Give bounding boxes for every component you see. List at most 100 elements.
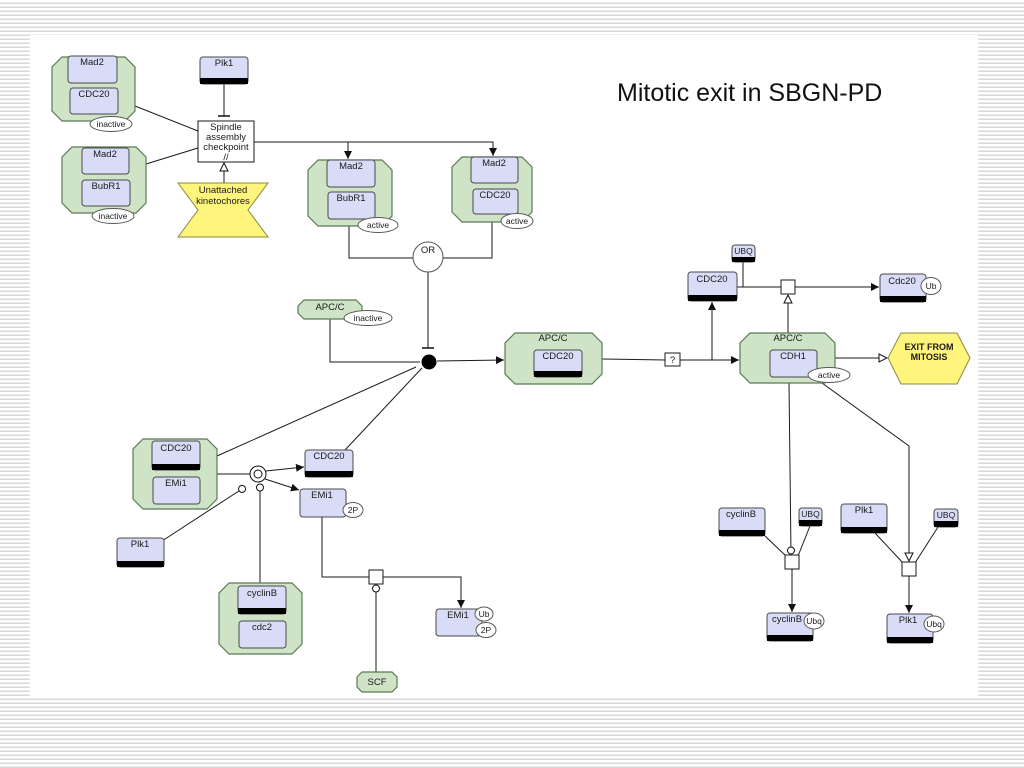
state-variable: [807, 367, 851, 383]
mad2-label: Mad2: [339, 161, 363, 172]
clone-marker: [887, 637, 933, 643]
state-variable: [357, 217, 399, 233]
complex-cyclinb-cdc2: cyclinB cdc2: [218, 582, 303, 655]
perturbation-shape: [177, 182, 269, 238]
mad2-label: Mad2: [482, 158, 506, 169]
macromolecule-plk1-top: Plk1: [199, 56, 249, 85]
phenotype-label-line1: EXIT FROM: [905, 342, 954, 352]
state-label: inactive: [99, 211, 128, 221]
clone-marker: [534, 371, 582, 377]
state-variable: [343, 310, 393, 326]
arc-apcc-cdh1-catalyses-cyclinb-ubiquitination: [786, 382, 795, 555]
cdc20-label: CDC20: [313, 451, 344, 462]
arc-checkpoint-produces-mad2-cdc20: [254, 141, 497, 156]
complex-apcc-inactive: APC/C inactive: [297, 299, 393, 326]
clone-marker: [152, 464, 200, 470]
slide-title: Mitotic exit in SBGN-PD: [617, 79, 882, 107]
macromolecule-cdc20-free: CDC20: [687, 271, 738, 302]
state-variable-p: [475, 622, 497, 638]
or-gate-label: OR: [421, 245, 435, 256]
cdc20-label: CDC20: [542, 351, 573, 362]
ubq-label: UBQ: [801, 509, 820, 519]
arc-mad2-cdc20-to-or: [443, 222, 493, 259]
process-box: [664, 352, 681, 367]
complex-mad2-bubr1-inactive: Mad2 BubR1 inactive: [61, 146, 147, 224]
ub-label: Ub: [479, 609, 490, 619]
macromolecule-cdc20: [69, 87, 119, 115]
macromolecule-mad2: [81, 147, 130, 175]
cdc20-label: CDC20: [78, 89, 109, 100]
kinetochores-label-line1: Unattached: [199, 185, 248, 196]
scf-label: SCF: [368, 677, 387, 688]
macromolecule-cdh1: [769, 349, 818, 378]
phenotype-exit-from-mitosis: EXIT FROM MITOSIS: [887, 332, 971, 385]
ubq-label: UBQ: [734, 246, 753, 256]
arc-mad2-bubr1-to-or: [348, 226, 413, 259]
state-variable-ub: [474, 606, 494, 622]
perturbation-unattached-kinetochores: Unattached kinetochores: [177, 182, 269, 238]
macromolecule-cyclinb-ubq: cyclinB Ubq: [766, 612, 825, 642]
process-emi1-ubiquitination: [368, 569, 384, 585]
plk1-label: Plk1: [131, 539, 149, 550]
macromolecule-bubr1: [327, 191, 376, 220]
complex-mad2-cdc20-active: Mad2 CDC20 active: [451, 156, 534, 229]
logic-or-gate: OR: [412, 241, 444, 273]
kinetochores-label-line2: kinetochores: [196, 196, 250, 207]
association-node: [421, 354, 437, 370]
state-variable: [342, 502, 364, 518]
arc-mad2-cdc20-inactive-to-checkpoint: [134, 105, 199, 132]
macromolecule-plk1-right: Plk1: [840, 503, 888, 534]
state-label: Ubq: [806, 616, 822, 626]
plk1-ubq-label: Plk1: [899, 615, 917, 626]
arc-plk1-catalyses-dissociation: [161, 484, 247, 542]
arc-cyclinb-to-ubiquitination: [764, 535, 787, 557]
plk1-label: Plk1: [855, 505, 873, 516]
state-label: Ub: [926, 281, 937, 291]
or-gate-shape: [412, 241, 444, 273]
state-variable: [803, 612, 825, 630]
process-label-line2: assembly: [206, 132, 246, 143]
cyclinb-label: cyclinB: [247, 588, 277, 599]
macromolecule-emi1-2p: EMi1 2P: [299, 488, 364, 518]
process-cyclinb-ubiquitination: [784, 554, 800, 570]
arc-cdc20-emi1-to-association: [216, 366, 417, 457]
emi1-label: EMi1: [447, 610, 469, 621]
macromolecule-cyclinb: cyclinB: [718, 507, 766, 537]
arc-apcc-cdc20-to-unknown-process: [601, 358, 666, 361]
state-label: inactive: [97, 119, 126, 129]
macromolecule-cdc20-ub: Cdc20 Ub: [879, 273, 942, 303]
emi1-label: EMi1: [311, 490, 333, 501]
arc-plk1-to-ubiquitination: [874, 532, 904, 564]
clone-marker: [117, 561, 164, 567]
plk1-label: Plk1: [215, 58, 233, 69]
macromolecule-shape: [435, 608, 483, 637]
emi1-label: EMi1: [165, 478, 187, 489]
state-variable: [920, 277, 942, 295]
process-plk1-ubiquitination: [901, 561, 917, 577]
macromolecule-mad2: [470, 156, 519, 184]
arc-mad2-bubr1-inactive-to-checkpoint: [145, 147, 199, 165]
arc-apcc-cdh1-stimulates-plk1-ubiquitination: [821, 382, 909, 561]
macromolecule-emi1-ub-2p: EMi1 Ub 2P: [435, 606, 497, 638]
cdh1-label: CDH1: [780, 351, 806, 362]
process-label-line3: checkpoint: [203, 142, 249, 153]
dissociation-node: [249, 465, 267, 483]
process-label-line4: //: [223, 152, 229, 163]
cyclinb-ubq-label: cyclinB: [772, 614, 802, 625]
arc-dissociation-to-cdc20: [265, 463, 305, 472]
phenotype-label-line2: MITOSIS: [911, 352, 948, 362]
state-label: active: [506, 216, 528, 226]
bubr1-label: BubR1: [91, 181, 120, 192]
mad2-label: Mad2: [80, 57, 104, 68]
state-variable: [91, 208, 135, 224]
apcc-label: APC/C: [773, 333, 802, 344]
bubr1-label: BubR1: [336, 193, 365, 204]
macromolecule-ubq-cyclinb: UBQ: [798, 507, 823, 527]
arc-dissociation-to-emi1: [264, 478, 300, 492]
macromolecule-shape: [299, 488, 347, 518]
clone-marker: [767, 635, 813, 641]
state-label: 2P: [348, 505, 359, 515]
cyclinb-label: cyclinB: [726, 509, 756, 520]
arc-emi1-to-ubiquitination: [321, 517, 369, 578]
